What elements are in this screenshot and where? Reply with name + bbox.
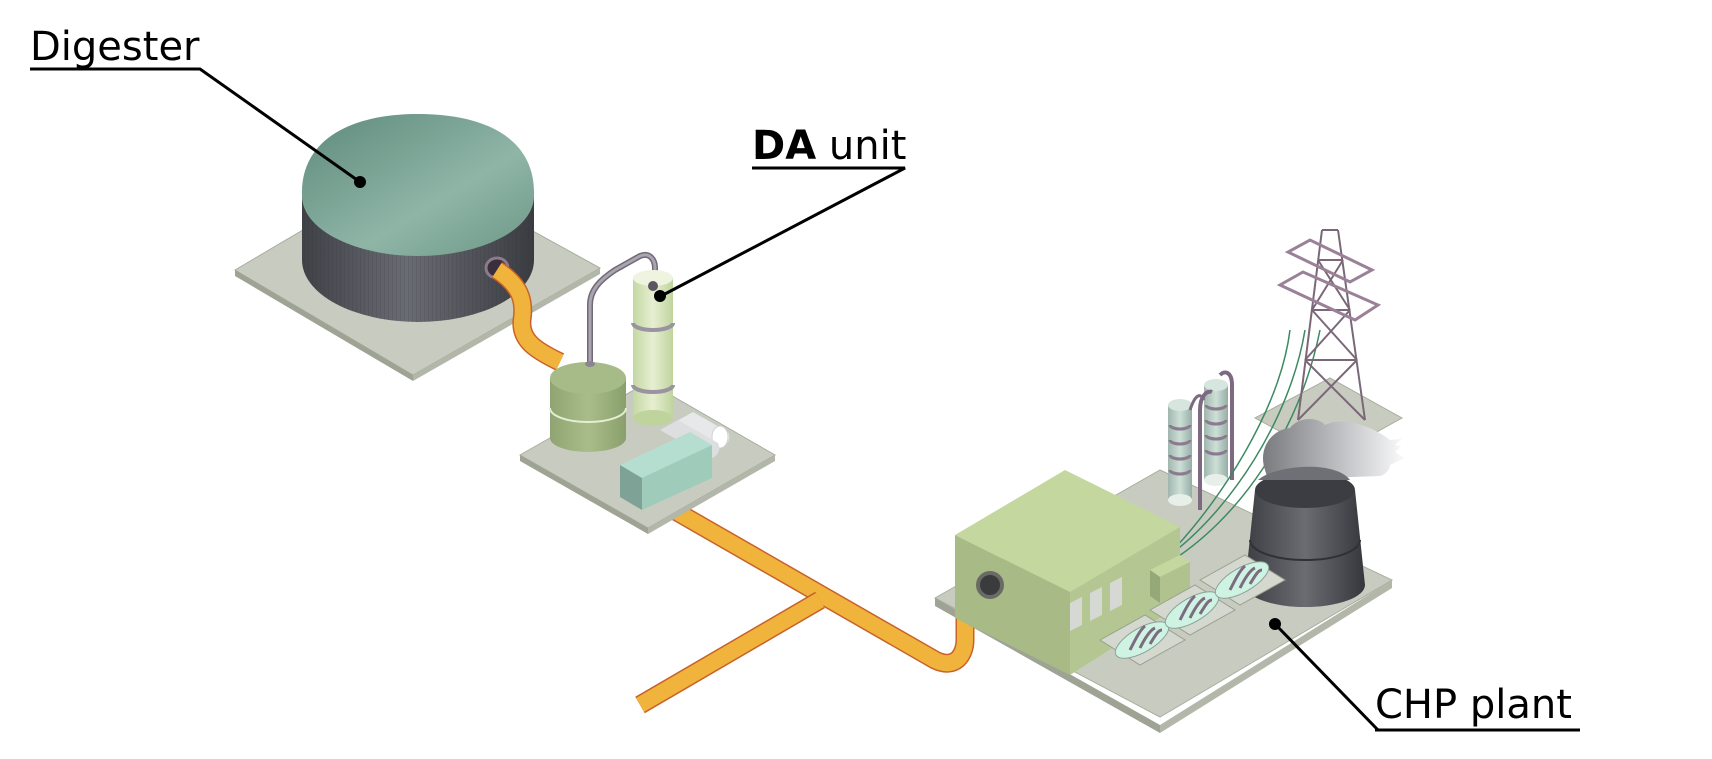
chp-plant (933, 229, 1412, 733)
label-chp-plant: CHP plant (1375, 682, 1572, 728)
power-lines (1164, 329, 1321, 566)
label-da-rest: unit (816, 123, 907, 169)
leader-dot-da-unit (654, 290, 666, 302)
scrubber-columns (1168, 370, 1234, 510)
label-da-bold: DA (752, 123, 817, 169)
leader-lines (30, 67, 1580, 732)
absorber-column (633, 278, 673, 418)
leader-chp (1273, 622, 1580, 732)
compressor-box (620, 432, 712, 510)
digester (234, 114, 602, 381)
da-unit (518, 252, 777, 534)
buffer-tank (550, 378, 626, 452)
chp-building (955, 470, 1190, 675)
leader-da-unit (662, 166, 906, 297)
transmission-pylon (1276, 229, 1382, 421)
label-digester: Digester (30, 24, 200, 70)
label-da-unit: DA unit (752, 126, 906, 166)
leader-digester (30, 67, 361, 184)
smoke-plume (1262, 419, 1410, 480)
leader-dot-chp (1269, 618, 1281, 630)
leader-dot-digester (354, 176, 366, 188)
digester-dome (301, 114, 535, 256)
gas-storage-tanks (1099, 554, 1286, 666)
